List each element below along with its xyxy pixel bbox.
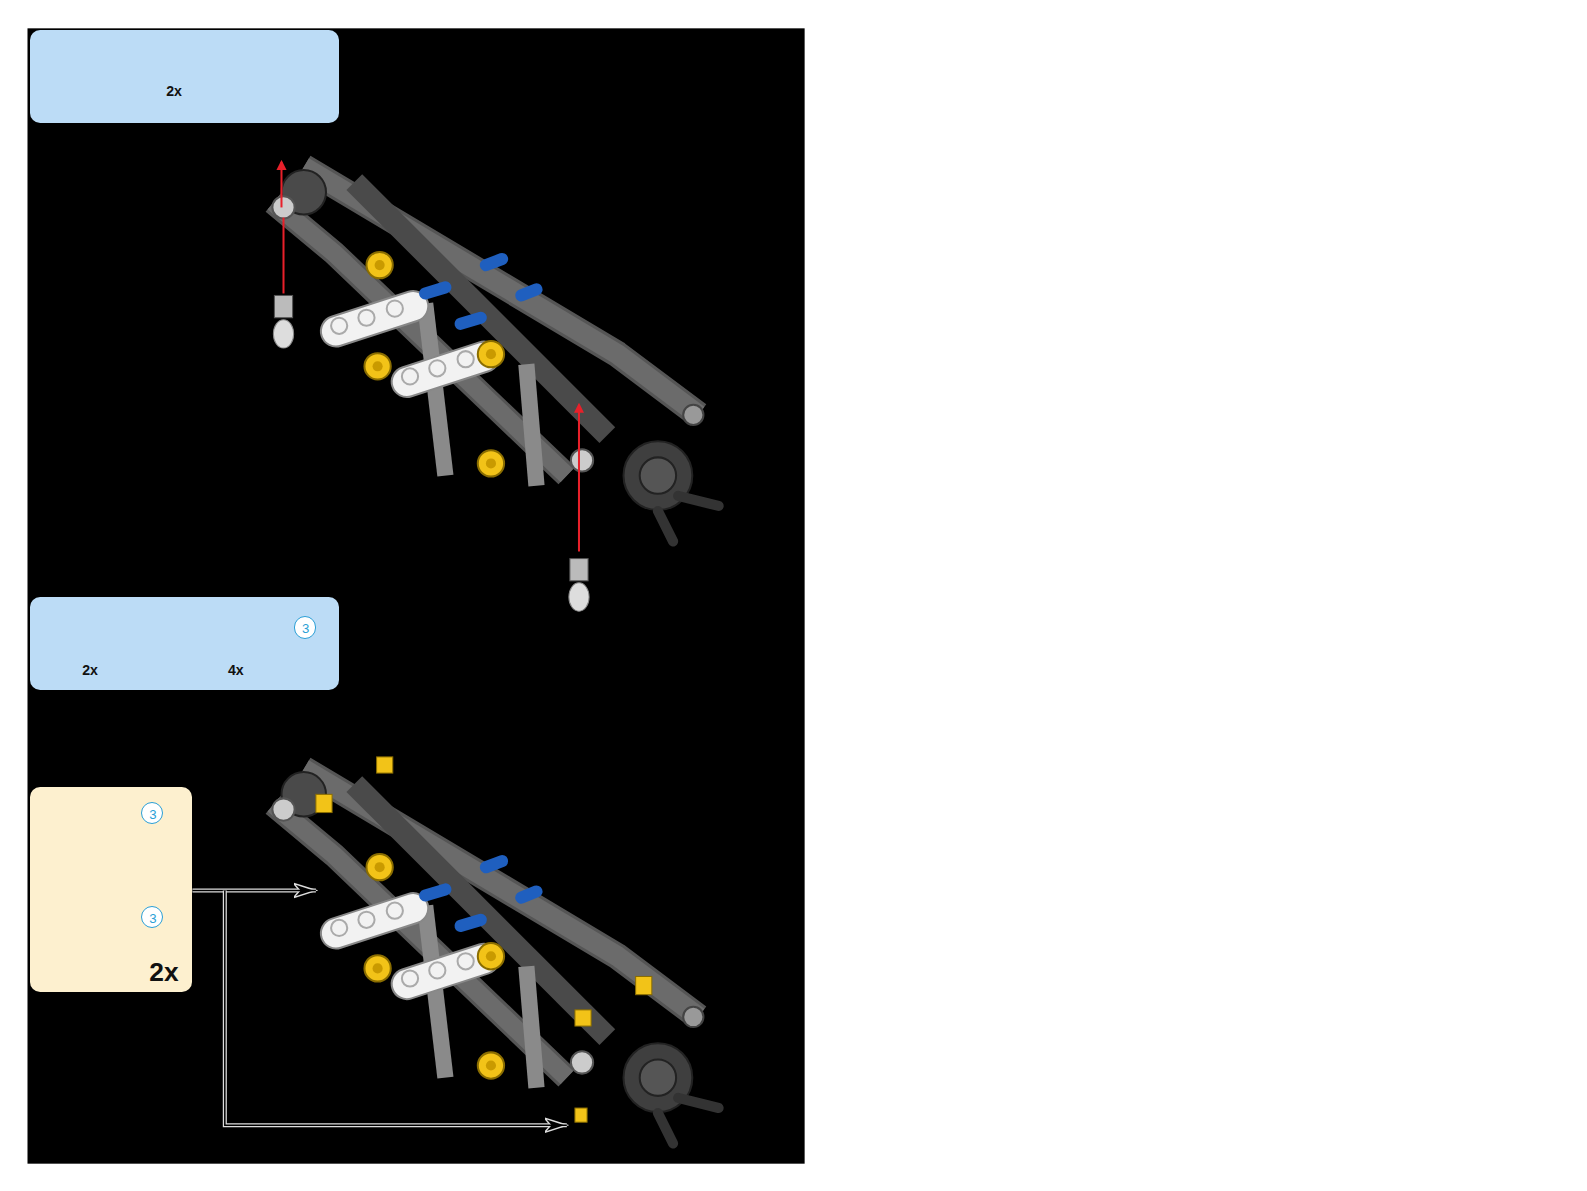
quantity-label: 2x: [149, 956, 178, 987]
subassembly-box: 2x 3 3: [30, 787, 192, 991]
parts-box: 2x 4x 3: [30, 597, 339, 690]
quantity-label: 4x: [228, 662, 244, 678]
quantity-label: 2x: [82, 662, 98, 678]
callout-circle: 3: [141, 802, 163, 824]
callout-number: 3: [302, 621, 309, 636]
quantity-label: 2x: [166, 83, 182, 99]
callout-circle: 3: [141, 906, 163, 928]
callout-number: 3: [149, 806, 156, 821]
callout-circle: 3: [294, 616, 316, 638]
callout-number: 3: [149, 910, 156, 925]
parts-box: 2x: [30, 30, 339, 123]
